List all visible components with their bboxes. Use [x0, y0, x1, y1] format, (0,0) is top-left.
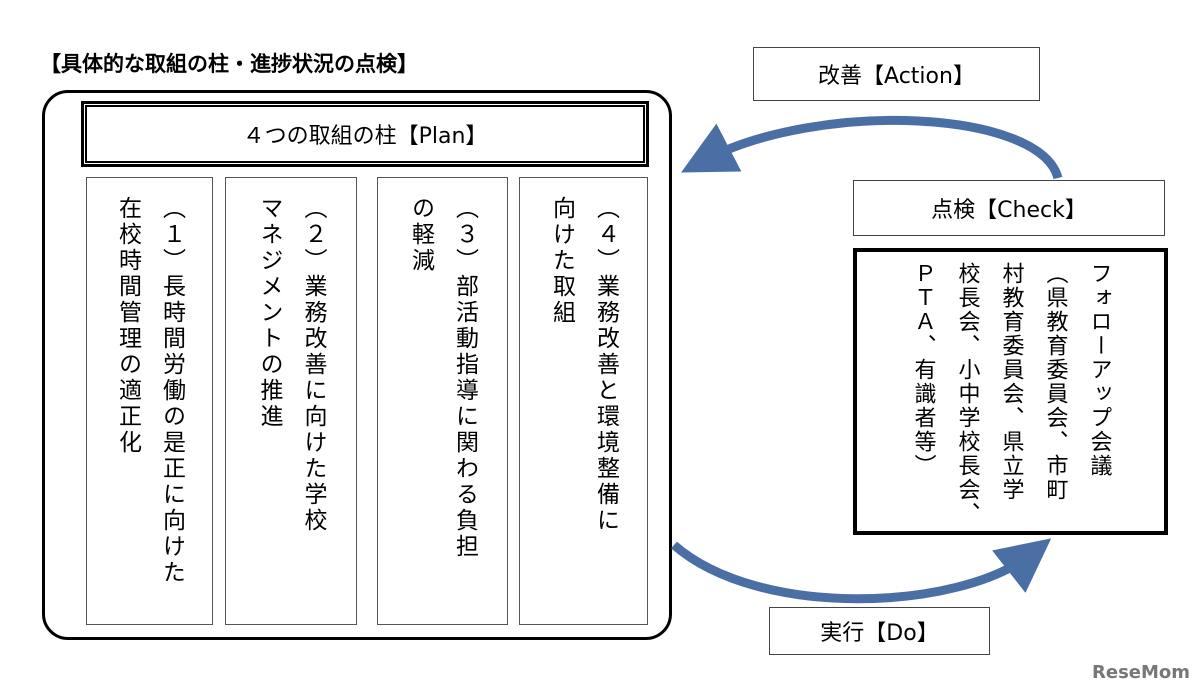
arrow-check-to-plan [681, 115, 1063, 180]
pillar-1-line1: （１）長時間労働の是正に向けた [158, 196, 185, 586]
action-label: 改善【Action】 [753, 47, 1040, 101]
pillar-1-line2: 在校時間管理の適正化 [114, 196, 141, 456]
followup-meeting-box: フォローアップ会議 （県教育委員会、市町 村教育委員会、県立学 校長会、小中学校… [853, 248, 1168, 535]
followup-line: 校長会、小中学校長会、 [954, 262, 980, 526]
pillar-4-line1: （４）業務改善と環境整備に [592, 196, 619, 534]
diagram-title: 【具体的な取組の柱・進捗状況の点検】 [40, 52, 418, 76]
followup-line: ＰＴＡ、有識者等） [910, 262, 936, 478]
pillar-3-line1: （３）部活動指導に関わる負担 [451, 196, 478, 560]
plan-header: ４つの取組の柱【Plan】 [81, 101, 649, 167]
pillar-2-line2: マネジメントの推進 [256, 196, 282, 430]
resemom-logo: ReseMom [1092, 662, 1191, 683]
pillar-1: （１）長時間労働の是正に向けた 在校時間管理の適正化 [86, 177, 213, 625]
pillar-4: （４）業務改善と環境整備に 向けた取組 [519, 177, 648, 625]
pillar-3-line2: の軽減 [407, 196, 434, 274]
plan-container [42, 90, 672, 640]
pillar-3: （３）部活動指導に関わる負担 の軽減 [377, 177, 508, 625]
check-label: 点検【Check】 [853, 180, 1165, 236]
followup-line: フォローアップ会議 [1086, 262, 1112, 478]
pillar-4-line2: 向けた取組 [548, 196, 575, 326]
followup-line: 村教育委員会、県立学 [998, 262, 1024, 502]
do-label: 実行【Do】 [769, 607, 990, 655]
pillar-2-line1: （２）業務改善に向けた学校 [300, 196, 326, 534]
followup-line: （県教育委員会、市町 [1042, 262, 1068, 502]
pillar-2: （２）業務改善に向けた学校 マネジメントの推進 [225, 177, 357, 625]
arrow-plan-to-check [671, 538, 1052, 604]
